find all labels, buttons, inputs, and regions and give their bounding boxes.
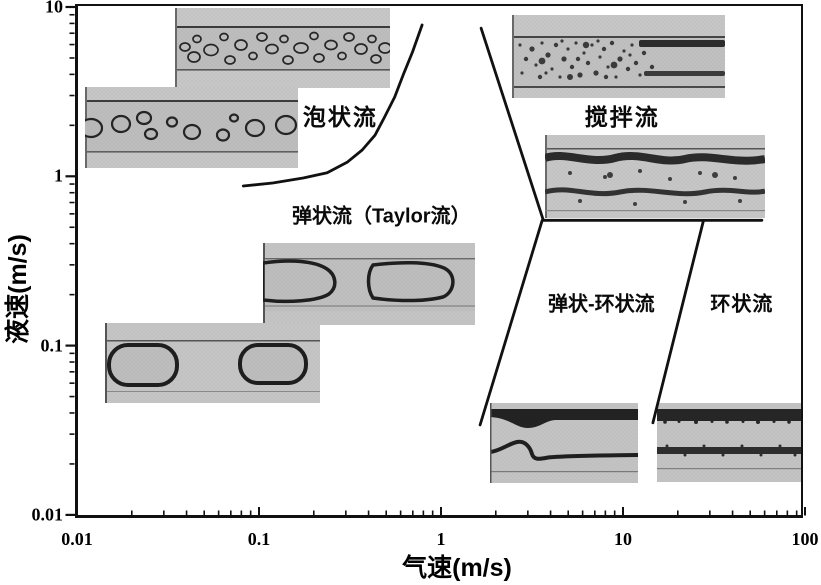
taylor-to-slug-annular-boundary xyxy=(478,218,544,427)
y-tick-label: 0.1 xyxy=(40,335,64,356)
y-tick-label: 10 xyxy=(45,0,63,17)
region-label-annular-flow: 环状流 xyxy=(710,293,774,316)
annular-flow-photo xyxy=(657,403,802,482)
slug-annular-flow-photo xyxy=(490,403,638,483)
churn-flow-photo-upper xyxy=(512,15,725,98)
x-tick-label: 0.1 xyxy=(247,529,271,549)
taylor-flow-photo-bullet-bubbles xyxy=(263,243,475,325)
x-tick-label: 0.01 xyxy=(61,529,93,549)
x-tick-label: 100 xyxy=(791,529,819,549)
y-tick-label: 0.01 xyxy=(31,504,64,525)
region-label-bubbly-flow: 泡状流 xyxy=(302,104,378,131)
y-tick-label: 1 xyxy=(54,165,63,186)
y-axis-title: 液速(m/s) xyxy=(4,234,32,344)
region-label-churn-flow: 搅拌流 xyxy=(584,104,660,131)
x-axis-title: 气速(m/s) xyxy=(402,554,512,582)
churn-flow-photo-lower xyxy=(545,135,765,218)
region-label-slug-annular-flow: 弹状-环状流 xyxy=(547,293,655,316)
region-label-taylor-flow: 弹状流（Taylor流） xyxy=(292,205,471,228)
slug-annular-to-annular-boundary xyxy=(651,220,705,425)
taylor-flow-photo-capsule-bubbles xyxy=(105,323,320,403)
x-tick-label: 1 xyxy=(436,529,446,549)
x-tick-label: 10 xyxy=(614,529,632,549)
bubbly-flow-photo-lower xyxy=(85,87,298,168)
bubbly-flow-photo-upper xyxy=(175,8,390,88)
